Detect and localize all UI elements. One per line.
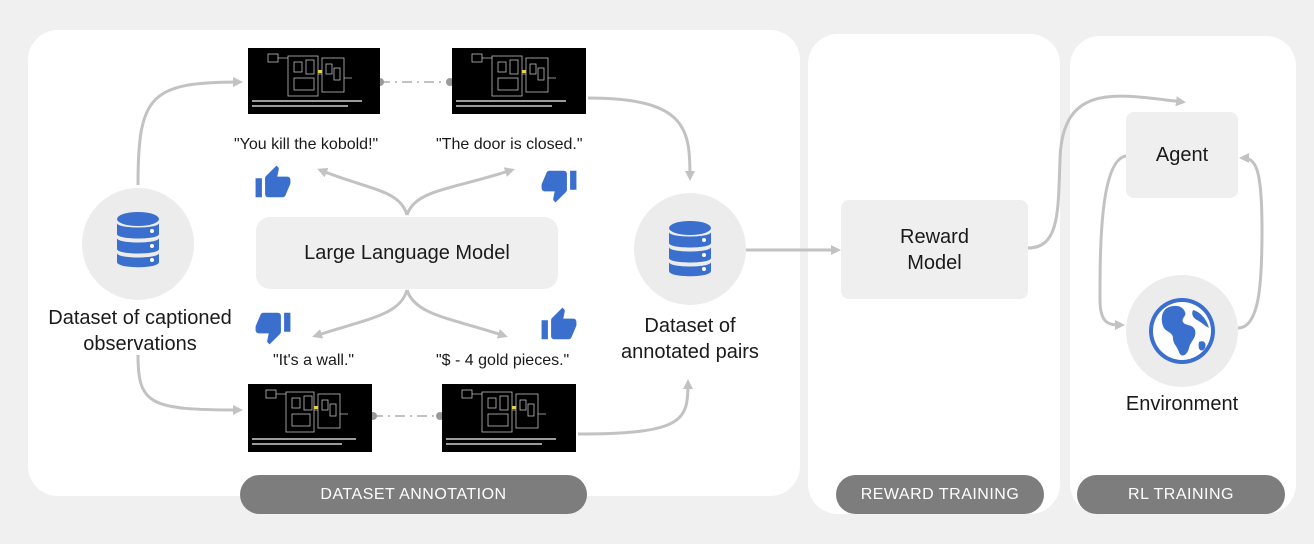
caption-bottom-left: "It's a wall." xyxy=(273,352,355,369)
reward-model-box: Reward Model xyxy=(841,200,1028,299)
reward-training-label: REWARD TRAINING xyxy=(836,475,1044,514)
agent-box: Agent xyxy=(1126,112,1238,198)
dataset-annotated-label: Dataset of annotated pairs xyxy=(621,315,759,363)
thumbs-down-icon xyxy=(255,312,291,345)
dataset-annotated-node xyxy=(634,193,746,305)
llm-box: Large Language Model xyxy=(256,217,558,289)
thumbs-up-icon xyxy=(541,307,577,340)
thumbs-down-icon xyxy=(541,170,577,203)
database-icon xyxy=(117,212,159,268)
caption-top-left: "You kill the kobold!" xyxy=(234,136,379,153)
database-icon xyxy=(669,221,711,277)
environment-label: Environment xyxy=(1125,393,1239,415)
dataset-annotation-label: DATASET ANNOTATION xyxy=(240,475,587,514)
rl-training-label: RL TRAINING xyxy=(1077,475,1285,514)
thumbs-up-icon xyxy=(255,165,291,198)
caption-bottom-right: "$ - 4 gold pieces." xyxy=(436,352,570,369)
globe-icon xyxy=(1149,298,1215,364)
game-screenshot-bottom-right xyxy=(442,384,576,452)
dataset-captioned-label: Dataset of captioned observations xyxy=(48,307,232,355)
caption-top-right: "The door is closed." xyxy=(436,136,583,153)
game-screenshot-bottom-left xyxy=(248,384,372,452)
game-screenshot-top-left xyxy=(248,48,380,114)
game-screenshot-top-right xyxy=(452,48,586,114)
